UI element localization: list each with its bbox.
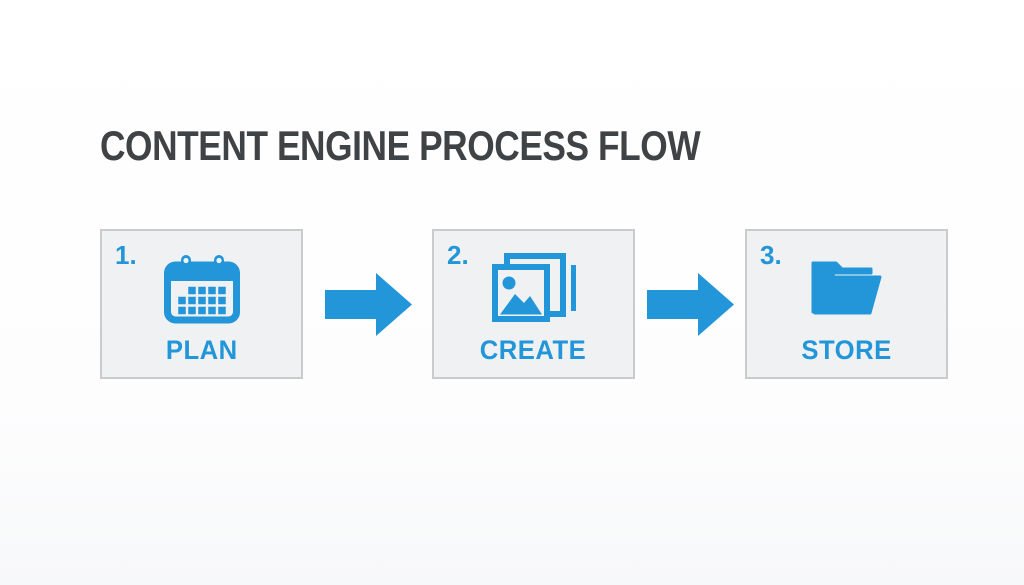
photos-icon [491,252,576,326]
step-box-store: 3. STORE [745,229,948,379]
step-label: PLAN [165,335,238,365]
step-label: CREATE [480,335,587,365]
step-number: 2. [447,240,469,270]
page-title: CONTENT ENGINE PROCESS FLOW [100,122,701,169]
arrow-right-icon [325,273,412,336]
step-box-plan: 1. [100,229,303,379]
folder-icon [808,252,886,326]
step-number: 1. [115,240,137,270]
calendar-icon [163,252,240,326]
step-number: 3. [760,240,782,270]
step-box-create: 2. CREATE [432,229,635,379]
arrow-right-icon [647,273,734,336]
step-label: STORE [801,335,892,365]
